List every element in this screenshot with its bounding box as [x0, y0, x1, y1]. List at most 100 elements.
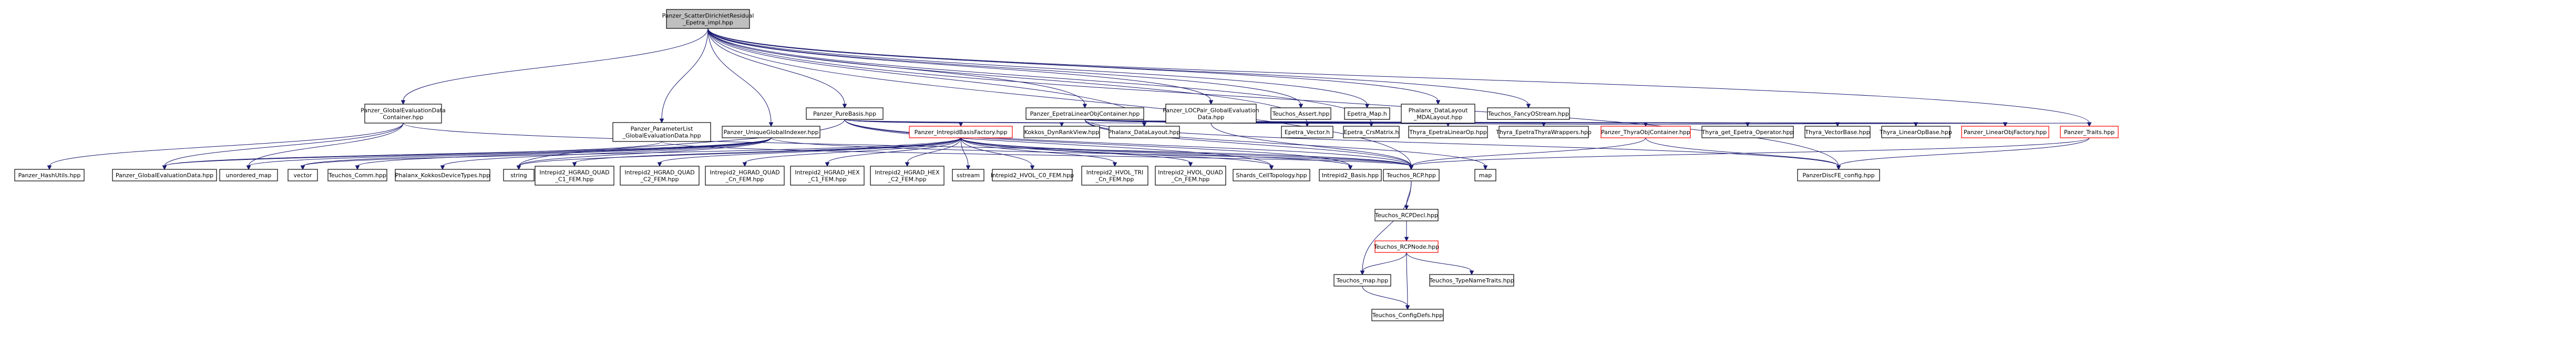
node-param-list[interactable]: Panzer_ParameterList_GlobalEvaluationDat… [612, 122, 711, 142]
node-hvol-quad[interactable]: Intrepid2_HVOL_QUAD_Cn_FEM.hpp [1155, 166, 1226, 186]
node-hgrad-hex-c2[interactable]: Intrepid2_HGRAD_HEX_C2_FEM.hpp [870, 166, 945, 186]
edge-thyra_obj-to-teuchos_rcp [1411, 137, 1646, 167]
node-label: Teuchos_Assert.hpp [1272, 110, 1330, 117]
node-hashutils[interactable]: Panzer_HashUtils.hpp [14, 169, 85, 181]
node-thyra-vectorbase[interactable]: Thyra_VectorBase.hpp [1804, 126, 1871, 138]
edge-arrowhead [1404, 205, 1409, 210]
node-label: _Cn_FEM.hpp [1171, 176, 1210, 183]
node-label: _Epetra_impl.hpp [682, 19, 733, 26]
edge-intrepid_factory-to-sstream [960, 137, 969, 167]
node-thyra-get-op[interactable]: Thyra_get_Epetra_Operator.hpp [1701, 126, 1794, 138]
node-loc-pair[interactable]: Panzer_LOCPair_GlobalEvaluationData.hpp [1163, 104, 1259, 124]
edge-intrepid_factory-to-hvol_c0 [960, 137, 1033, 167]
node-box [1600, 126, 1691, 138]
node-phalanx-kokkos[interactable]: Phalanx_KokkosDeviceTypes.hpp [395, 169, 490, 181]
node-hgrad-quad-c1[interactable]: Intrepid2_HGRAD_QUAD_C1_FEM.hpp [535, 166, 614, 186]
node-epetra-container[interactable]: Panzer_EpetraLinearObjContainer.hpp [1025, 107, 1144, 120]
edge-arrowhead [1059, 122, 1064, 127]
node-label: Panzer_ScatterDirichletResidual [662, 13, 754, 19]
node-label: _C1_FEM.hpp [555, 176, 594, 183]
edge-arrowhead [1142, 122, 1147, 127]
node-label: Intrepid2_HGRAD_HEX [875, 169, 940, 176]
node-hgrad-quad-cn[interactable]: Intrepid2_HGRAD_QUAD_Cn_FEM.hpp [705, 166, 785, 186]
node-epetra-map[interactable]: Epetra_Map.h [1344, 107, 1390, 120]
node-hgrad-quad-c2[interactable]: Intrepid2_HGRAD_QUAD_C2_FEM.hpp [620, 166, 700, 186]
edge-epetra_container-to-teuchos_rcp [1084, 119, 1412, 167]
node-thyra-wrappers[interactable]: Thyra_EpetraThyraWrappers.hpp [1495, 126, 1592, 138]
node-unordered-map[interactable]: unordered_map [219, 169, 278, 181]
node-box [1081, 166, 1148, 186]
node-box [1487, 107, 1570, 120]
node-hvol-tri[interactable]: Intrepid2_HVOL_TRI_Cn_FEM.hpp [1081, 166, 1148, 186]
node-label: Epetra_Map.h [1347, 110, 1387, 117]
node-label: Phalanx_KokkosDeviceTypes.hpp [395, 172, 490, 179]
node-teuchos-comm[interactable]: Teuchos_Comm.hpp [327, 169, 387, 181]
edge-loc_pair-to-teuchos_rcp [1210, 123, 1412, 167]
node-phalanx-mdlayout[interactable]: Phalanx_DataLayout_MDALayout.hpp [1401, 104, 1475, 124]
node-label: sstream [957, 172, 980, 179]
node-box [1025, 107, 1144, 120]
node-teuchos-map[interactable]: Teuchos_map.hpp [1333, 274, 1391, 287]
dependency-edges [47, 28, 2092, 310]
node-kokkos-view[interactable]: Kokkos_DynRankView.hpp [1023, 126, 1100, 138]
node-hgrad-hex-c1[interactable]: Intrepid2_HGRAD_HEX_C1_FEM.hpp [790, 166, 865, 186]
node-label: Panzer_PureBasis.hpp [813, 110, 876, 117]
node-traits[interactable]: Panzer_Traits.hpp [2060, 126, 2119, 138]
node-label: Thyra_VectorBase.hpp [1804, 129, 1870, 136]
node-box [364, 104, 442, 124]
node-box [288, 169, 318, 181]
edge-arrowhead [1469, 270, 1474, 276]
node-thyra-linearopbase[interactable]: Thyra_LinearOpBase.hpp [1879, 126, 1952, 138]
node-box [806, 107, 884, 120]
node-rcp-node[interactable]: Teuchos_RCPNode.hpp [1373, 240, 1439, 253]
node-string[interactable]: string [503, 169, 535, 181]
node-teuchos-assert[interactable]: Teuchos_Assert.hpp [1270, 107, 1331, 120]
node-fancy-ostream[interactable]: Teuchos_FancyOStream.hpp [1487, 107, 1570, 120]
node-label: Container.hpp [383, 114, 423, 121]
edge-arrowhead [300, 165, 305, 170]
node-phalanx-layout[interactable]: Phalanx_DataLayout.hpp [1108, 126, 1181, 138]
edge-arrowhead [1360, 270, 1365, 276]
edge-arrowhead [659, 118, 664, 124]
node-box [1371, 309, 1444, 321]
node-box [14, 169, 85, 181]
node-hvol-c0[interactable]: Intrepid2_HVOL_C0_FEM.hpp [991, 169, 1074, 181]
edge-arrowhead [1298, 104, 1304, 109]
node-shards[interactable]: Shards_CellTopology.hpp [1233, 169, 1310, 181]
edge-intrepid_factory-to-string [518, 137, 961, 167]
edge-root-to-teuchos_rcp [707, 28, 1412, 167]
node-thyra-linearop[interactable]: Thyra_EpetraLinearOp.hpp [1408, 126, 1488, 138]
node-ged[interactable]: Panzer_GlobalEvaluationData.hpp [112, 169, 217, 181]
node-unique-indexer[interactable]: Panzer_UniqueGlobalIndexer.hpp [722, 126, 820, 138]
node-config-defs[interactable]: Teuchos_ConfigDefs.hpp [1371, 309, 1444, 321]
node-intrepid-factory[interactable]: Panzer_IntrepidBasisFactory.hpp [909, 126, 1013, 138]
node-discfe-config[interactable]: PanzerDiscFE_config.hpp [1797, 169, 1880, 181]
node-root[interactable]: Panzer_ScatterDirichletResidual_Epetra_i… [662, 9, 754, 29]
node-label: Panzer_ThyraObjContainer.hpp [1601, 129, 1690, 136]
edge-root-to-epetra_map [707, 28, 1368, 105]
node-thyra-obj[interactable]: Panzer_ThyraObjContainer.hpp [1600, 126, 1691, 138]
node-label: Thyra_EpetraLinearOp.hpp [1409, 129, 1487, 136]
node-typename-traits[interactable]: Teuchos_TypeNameTraits.hpp [1429, 274, 1514, 287]
node-pure-basis[interactable]: Panzer_PureBasis.hpp [806, 107, 884, 120]
node-linobj-factory[interactable]: Panzer_LinearObjFactory.hpp [1961, 126, 2049, 138]
node-vector[interactable]: vector [288, 169, 318, 181]
node-epetra-crs[interactable]: Epetra_CrsMatrix.h [1343, 126, 1400, 138]
node-box [909, 126, 1013, 138]
edge-unique_indexer-to-unordered_map [248, 137, 772, 167]
node-label: Intrepid2_HGRAD_QUAD [624, 169, 694, 176]
node-intrepid-basis[interactable]: Intrepid2_Basis.hpp [1319, 169, 1382, 181]
edge-arrowhead [440, 165, 445, 170]
node-epetra-vector[interactable]: Epetra_Vector.h [1281, 126, 1333, 138]
node-sstream[interactable]: sstream [952, 169, 984, 181]
edge-intrepid_factory-to-hgrad_hex_c1 [827, 137, 961, 164]
node-rcp-decl[interactable]: Teuchos_RCPDecl.hpp [1374, 209, 1439, 221]
node-teuchos-rcp[interactable]: Teuchos_RCP.hpp [1383, 169, 1440, 181]
node-label: Epetra_CrsMatrix.h [1344, 129, 1399, 136]
edge-arrowhead [966, 165, 971, 170]
node-map[interactable]: map [1474, 169, 1496, 181]
edge-arrowhead [1405, 305, 1410, 310]
edge-intrepid_factory-to-hgrad_quad_cn [744, 137, 961, 164]
